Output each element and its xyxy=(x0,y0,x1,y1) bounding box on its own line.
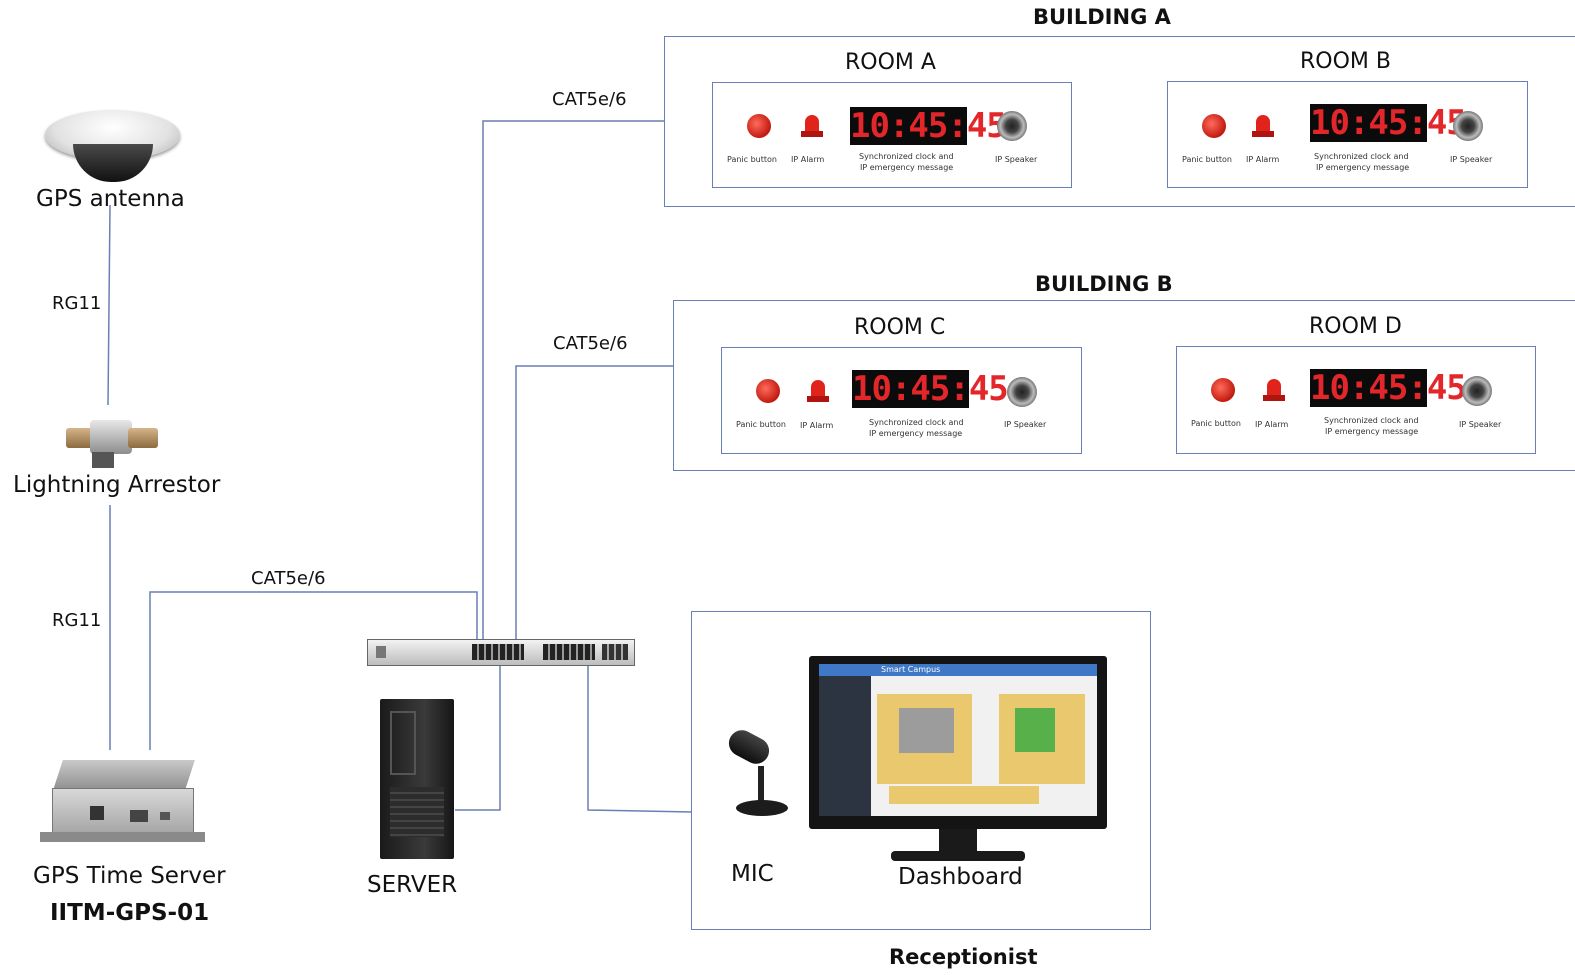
room-a-title: ROOM A xyxy=(845,50,936,75)
dashboard-label: Dashboard xyxy=(898,864,1023,890)
dashboard-monitor-icon: Smart Campus xyxy=(809,656,1107,866)
ip-speaker-label: IP Speaker xyxy=(1004,420,1047,429)
cat5-building-b-label: CAT5e/6 xyxy=(553,333,628,354)
lightning-arrestor-icon xyxy=(66,412,158,468)
clock-caption-line2: IP emergency message xyxy=(869,429,963,438)
panic-button-label: Panic button xyxy=(727,155,777,164)
network-switch-icon xyxy=(367,639,635,666)
room-a-panel: Panic button IP Alarm 10:45:45 Synchroni… xyxy=(712,82,1072,188)
gps-time-server-label: GPS Time Server xyxy=(33,863,226,889)
cat5-gps-to-switch xyxy=(149,591,478,750)
panic-button-icon xyxy=(1202,114,1226,138)
ip-speaker-icon xyxy=(1007,377,1037,407)
clock-caption-line2: IP emergency message xyxy=(1316,163,1410,172)
ip-alarm-label: IP Alarm xyxy=(800,421,834,430)
rg11-top-label: RG11 xyxy=(52,293,102,314)
gps-time-server-icon xyxy=(40,752,205,852)
panic-button-icon xyxy=(747,114,771,138)
microphone-icon xyxy=(722,725,812,833)
clock-caption-line2: IP emergency message xyxy=(860,163,954,172)
clock-display: 10:45:45 xyxy=(852,369,1009,409)
cat5-switch-to-building-b xyxy=(515,365,674,640)
ip-alarm-label: IP Alarm xyxy=(791,155,825,164)
room-b-panel: Panic button IP Alarm 10:45:45 Synchroni… xyxy=(1167,81,1528,188)
room-b-title: ROOM B xyxy=(1300,49,1391,74)
ip-alarm-icon xyxy=(805,376,831,404)
switch-to-server xyxy=(455,665,501,811)
ip-alarm-label: IP Alarm xyxy=(1255,420,1289,429)
mic-label: MIC xyxy=(731,861,774,887)
room-d-title: ROOM D xyxy=(1309,314,1402,339)
server-tower-icon xyxy=(380,699,454,859)
room-c-panel: Panic button IP Alarm 10:45:45 Synchroni… xyxy=(721,347,1082,454)
room-d-panel: Panic button IP Alarm 10:45:45 Synchroni… xyxy=(1176,346,1536,454)
lightning-arrestor-label: Lightning Arrestor xyxy=(13,472,221,498)
gps-time-server-model: IITM-GPS-01 xyxy=(50,900,210,926)
cat5-gps-switch-label: CAT5e/6 xyxy=(251,568,326,589)
ip-alarm-icon xyxy=(1250,111,1276,139)
panic-button-label: Panic button xyxy=(736,420,786,429)
clock-caption-line1: Synchronized clock and xyxy=(1314,152,1409,161)
panic-button-icon xyxy=(756,379,780,403)
building-b-title: BUILDING B xyxy=(1035,272,1173,296)
clock-caption-line2: IP emergency message xyxy=(1325,427,1419,436)
ip-speaker-icon xyxy=(997,111,1027,141)
ip-speaker-label: IP Speaker xyxy=(1459,420,1502,429)
cat5-building-a-label: CAT5e/6 xyxy=(552,89,627,110)
panic-button-label: Panic button xyxy=(1182,155,1232,164)
rg11-cable-top xyxy=(107,204,111,406)
cat5-switch-to-building-a xyxy=(482,120,665,640)
building-a-title: BUILDING A xyxy=(1033,5,1171,29)
ip-speaker-icon xyxy=(1462,376,1492,406)
receptionist-title: Receptionist xyxy=(889,945,1038,969)
panic-button-label: Panic button xyxy=(1191,419,1241,428)
gps-antenna-icon xyxy=(45,110,180,190)
dashboard-screen-title: Smart Campus xyxy=(881,665,941,674)
clock-display: 10:45:45 xyxy=(850,106,1007,146)
ip-speaker-label: IP Speaker xyxy=(1450,155,1493,164)
room-c-title: ROOM C xyxy=(854,315,946,340)
rg11-bottom-label: RG11 xyxy=(52,610,102,631)
receptionist-box: Smart Campus xyxy=(691,611,1151,930)
panic-button-icon xyxy=(1211,378,1235,402)
ip-alarm-label: IP Alarm xyxy=(1246,155,1280,164)
clock-caption-line1: Synchronized clock and xyxy=(859,152,954,161)
gps-antenna-label: GPS antenna xyxy=(36,186,185,212)
clock-display: 10:45:45 xyxy=(1310,368,1467,408)
clock-display: 10:45:45 xyxy=(1310,103,1467,143)
clock-caption-line1: Synchronized clock and xyxy=(869,418,964,427)
ip-alarm-icon xyxy=(799,111,825,139)
switch-to-receptionist xyxy=(587,665,693,813)
ip-speaker-label: IP Speaker xyxy=(995,155,1038,164)
ip-speaker-icon xyxy=(1453,111,1483,141)
server-label: SERVER xyxy=(367,872,458,898)
clock-caption-line1: Synchronized clock and xyxy=(1324,416,1419,425)
ip-alarm-icon xyxy=(1261,375,1287,403)
